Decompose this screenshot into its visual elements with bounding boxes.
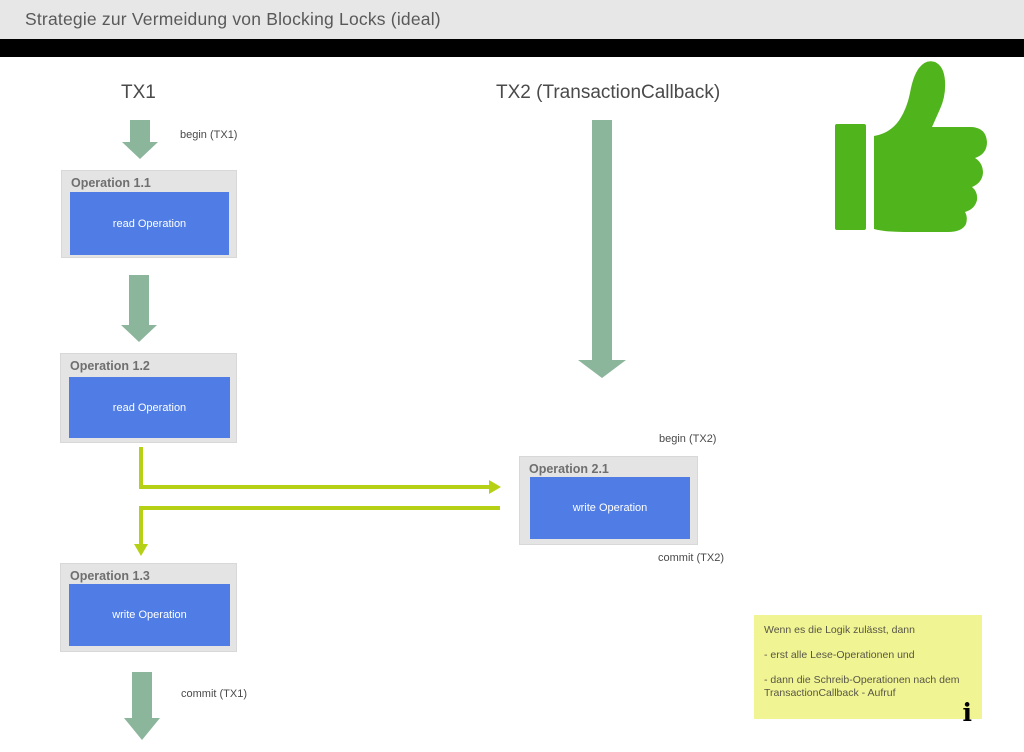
- arrow-down-op11-op12-icon: [121, 275, 157, 342]
- operation-action: read Operation: [69, 377, 230, 438]
- label-begin-tx2: begin (TX2): [659, 433, 717, 445]
- label-begin-tx1: begin (TX1): [180, 129, 238, 141]
- arrowhead-op12-to-op21-icon: [489, 480, 501, 494]
- label-commit-tx2: commit (TX2): [658, 552, 724, 564]
- operation-title: Operation 1.2: [70, 359, 150, 373]
- thumbs-up-icon: [835, 61, 987, 232]
- arrow-down-begin-tx1-icon: [122, 120, 158, 159]
- operation-title: Operation 1.1: [71, 176, 151, 190]
- operation-action: write Operation: [69, 584, 230, 646]
- arrow-down-tx2-icon: [578, 120, 626, 378]
- operation-box-1-1: Operation 1.1 read Operation: [61, 170, 237, 258]
- info-icon: i: [962, 698, 973, 727]
- operation-box-1-2: Operation 1.2 read Operation: [60, 353, 237, 443]
- operation-box-2-1: Operation 2.1 write Operation: [519, 456, 698, 545]
- operation-action: read Operation: [70, 192, 229, 255]
- note-line: TransactionCallback - Aufruf: [764, 687, 896, 699]
- note-line: - erst alle Lese-Operationen und: [764, 649, 915, 661]
- arrowhead-op21-to-op13-icon: [134, 544, 148, 556]
- label-commit-tx1: commit (TX1): [181, 688, 247, 700]
- operation-title: Operation 2.1: [529, 462, 609, 476]
- page-title: Strategie zur Vermeidung von Blocking Lo…: [0, 0, 1024, 39]
- operation-title: Operation 1.3: [70, 569, 150, 583]
- sticky-note: Wenn es die Logik zulässt, dann - erst a…: [754, 615, 982, 727]
- lane-heading-tx1: TX1: [121, 82, 156, 103]
- note-line: Wenn es die Logik zulässt, dann: [764, 624, 915, 636]
- title-divider-band: [0, 39, 1024, 57]
- note-line: - dann die Schreib-Operationen nach dem: [764, 674, 960, 686]
- operation-action: write Operation: [530, 477, 690, 539]
- lane-heading-tx2: TX2 (TransactionCallback): [496, 82, 721, 103]
- arrow-op12-to-op21-icon: [139, 447, 489, 489]
- arrow-op21-to-op13-icon: [139, 506, 500, 544]
- operation-box-1-3: Operation 1.3 write Operation: [60, 563, 237, 652]
- arrow-down-commit-tx1-icon: [124, 672, 160, 740]
